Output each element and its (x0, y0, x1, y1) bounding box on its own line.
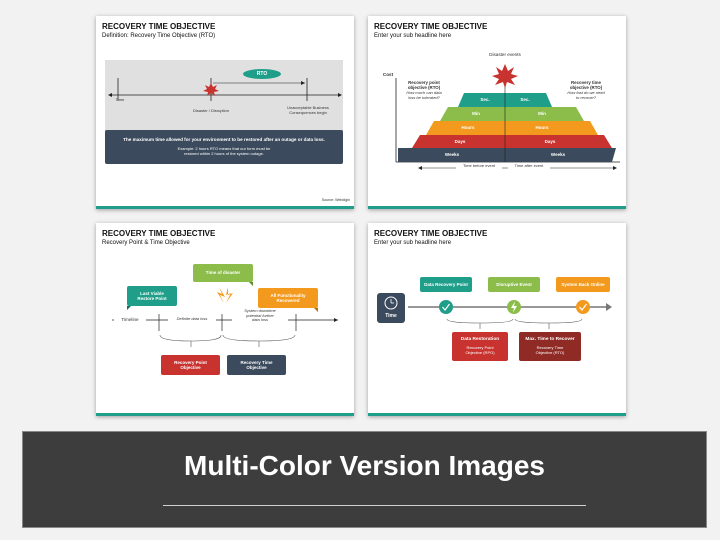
time-before-label: Time before event (456, 163, 502, 169)
banner-underline (163, 505, 586, 506)
level-weeks-right: Weeks (550, 152, 566, 158)
slide-subtitle: Enter your sub headline here (374, 33, 452, 39)
recovery-process-timeline (377, 277, 612, 361)
level-days-right: Days (544, 138, 556, 144)
slide-thumbnail-1[interactable]: RECOVERY TIME OBJECTIVE Definition: Reco… (96, 16, 354, 209)
system-back-online-box: System Back Online (561, 281, 605, 287)
footer-banner: Multi-Color Version Images (22, 431, 707, 528)
slide-subtitle: Definition: Recovery Time Objective (RTO… (102, 33, 216, 39)
level-sec-left: Sec. (480, 97, 490, 103)
level-days-left: Days (454, 138, 466, 144)
slide-accent-bar (368, 413, 626, 416)
slide-thumbnail-3[interactable]: RECOVERY TIME OBJECTIVE Recovery Point &… (96, 223, 354, 416)
level-weeks-left: Weeks (444, 152, 460, 158)
slide-accent-bar (96, 206, 354, 209)
level-min-left: Min (472, 111, 480, 117)
unacceptable-label: Unacceptable Business Consequences begin (287, 105, 329, 115)
rpo-rto-timeline-diagram (112, 264, 338, 375)
time-label: Time (115, 97, 125, 102)
rpo-rto-pyramid (395, 64, 620, 170)
timeline-label: Timeline (114, 317, 146, 323)
data-recovery-point-box: Data Recovery Point (424, 281, 468, 287)
rto-timeline-diagram (105, 60, 343, 164)
rpo-heading: Recovery point objective (RTO) (407, 80, 441, 91)
time-label: Time (385, 313, 397, 319)
slide-subtitle: Enter your sub headline here (374, 240, 452, 246)
disaster-label: Disaster / Disruption (192, 108, 229, 113)
slide-accent-bar (96, 413, 354, 416)
level-min-right: Min (538, 111, 546, 117)
cost-axis-label: Cost (382, 72, 394, 77)
slide-title: RECOVERY TIME OBJECTIVE (374, 22, 488, 31)
rto-box: Recovery Time Objective (240, 359, 273, 370)
rto-question: How fast do we need to recover? (567, 90, 605, 100)
slide-accent-bar (368, 206, 626, 209)
rto-example: Example: 2 hours RTO means that our form… (177, 146, 271, 156)
data-restoration-title: Data Restoration (460, 336, 500, 342)
downtime-label: System downtime potential further data l… (232, 308, 288, 323)
rto-description: The maximum time allowed for your enviro… (123, 137, 325, 142)
slide-title: RECOVERY TIME OBJECTIVE (374, 229, 488, 238)
max-time-title: Max. Time to Recover (525, 336, 575, 342)
time-after-label: Time after event (508, 163, 550, 169)
slide-title: RECOVERY TIME OBJECTIVE (102, 229, 216, 238)
disaster-events-label: Disaster events (489, 52, 521, 57)
definite-loss-label: Definite data loss (168, 316, 216, 322)
last-viable-restore-box: Last Viable Restore Point (137, 290, 167, 301)
time-of-disaster-box: Time of disaster (205, 270, 241, 276)
rpo-question: How much can data loss be tolerated? (406, 90, 442, 100)
rto-small-label: Recovery Time Objective (RTO) (535, 345, 565, 355)
rto-heading: Recovery time objective (RTO) (569, 80, 603, 91)
level-sec-right: Sec. (520, 97, 530, 103)
rpo-small-label: Recovery Point Objective (RPO) (465, 345, 495, 355)
rto-label: RTO (256, 71, 268, 77)
slide-thumbnail-4[interactable]: RECOVERY TIME OBJECTIVE Enter your sub h… (368, 223, 626, 416)
banner-title: Multi-Color Version Images (184, 450, 545, 481)
slide-thumbnail-2[interactable]: RECOVERY TIME OBJECTIVE Enter your sub h… (368, 16, 626, 209)
disruptive-event-box: Disruptive Event (496, 281, 532, 287)
level-hours-right: Hours (535, 125, 549, 131)
slide-subtitle: Recovery Point & Time Objective (102, 240, 190, 246)
all-functionality-box: All Functionality Recovered (270, 292, 306, 303)
rpo-box: Recovery Point Objective (174, 359, 207, 370)
slide-title: RECOVERY TIME OBJECTIVE (102, 22, 216, 31)
source-label: Source: Webdigin (321, 198, 350, 202)
level-hours-left: Hours (461, 125, 475, 131)
